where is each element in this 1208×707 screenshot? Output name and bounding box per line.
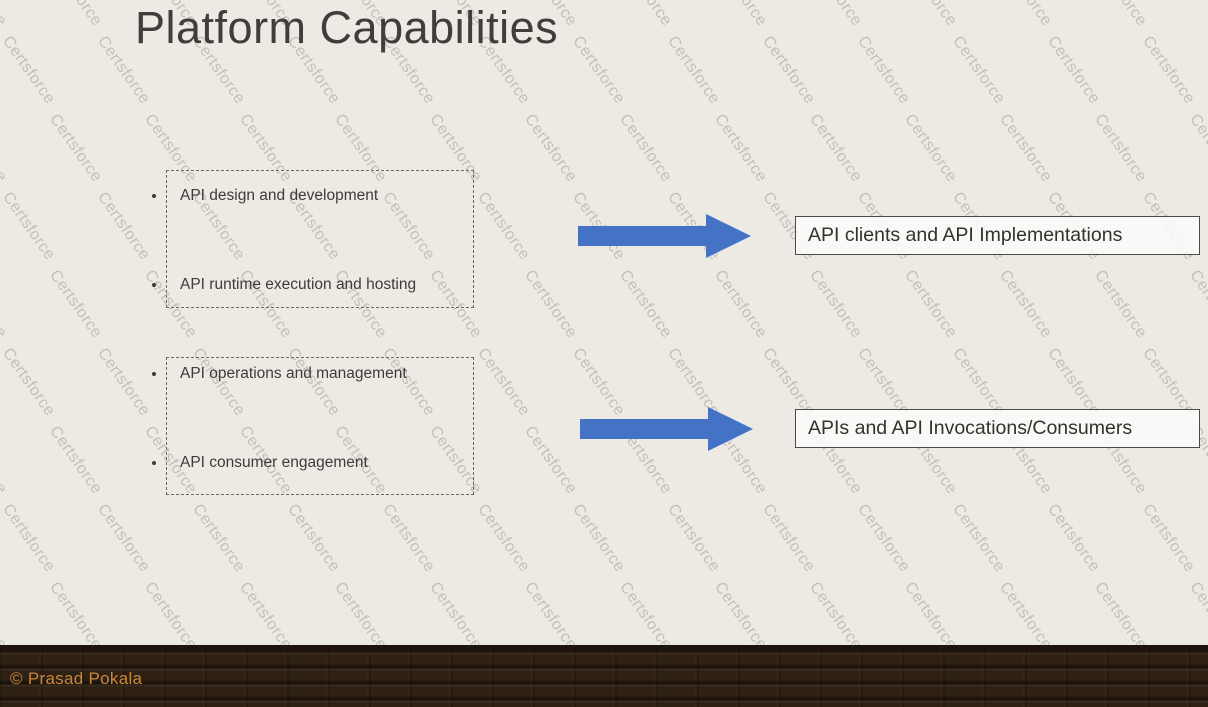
- bullet-item: API operations and management: [148, 363, 407, 385]
- dashed-box-1: [166, 170, 474, 308]
- arrow-right-icon: [578, 214, 751, 258]
- footer-bar: © Prasad Pokala: [0, 645, 1208, 707]
- dashed-box-2: [166, 357, 474, 495]
- bullet-item: API consumer engagement: [148, 452, 368, 474]
- bullet-label: API design and development: [180, 187, 379, 204]
- result-box-2: APIs and API Invocations/Consumers: [795, 409, 1200, 448]
- capability-group-2: API operations and management API consum…: [148, 357, 476, 497]
- bullet-item: API runtime execution and hosting: [148, 274, 416, 296]
- bullet-icon: [152, 194, 156, 198]
- result-box-label: APIs and API Invocations/Consumers: [808, 417, 1133, 439]
- bullet-icon: [152, 283, 156, 287]
- bullet-label: API consumer engagement: [180, 454, 368, 471]
- slide-title: Platform Capabilities: [135, 2, 559, 53]
- arrow-right-shape: [580, 407, 753, 451]
- arrow-right-shape: [578, 214, 751, 258]
- bullet-icon: [152, 372, 156, 376]
- result-box-label: API clients and API Implementations: [808, 224, 1123, 246]
- footer-copyright: © Prasad Pokala: [10, 668, 143, 688]
- result-box-1: API clients and API Implementations: [795, 216, 1200, 255]
- bullet-icon: [152, 461, 156, 465]
- bullet-item: API design and development: [148, 185, 378, 207]
- bullet-label: API runtime execution and hosting: [180, 276, 417, 293]
- capability-group-1: API design and development API runtime e…: [148, 170, 476, 310]
- arrow-right-icon: [580, 407, 753, 451]
- bullet-label: API operations and management: [180, 365, 407, 382]
